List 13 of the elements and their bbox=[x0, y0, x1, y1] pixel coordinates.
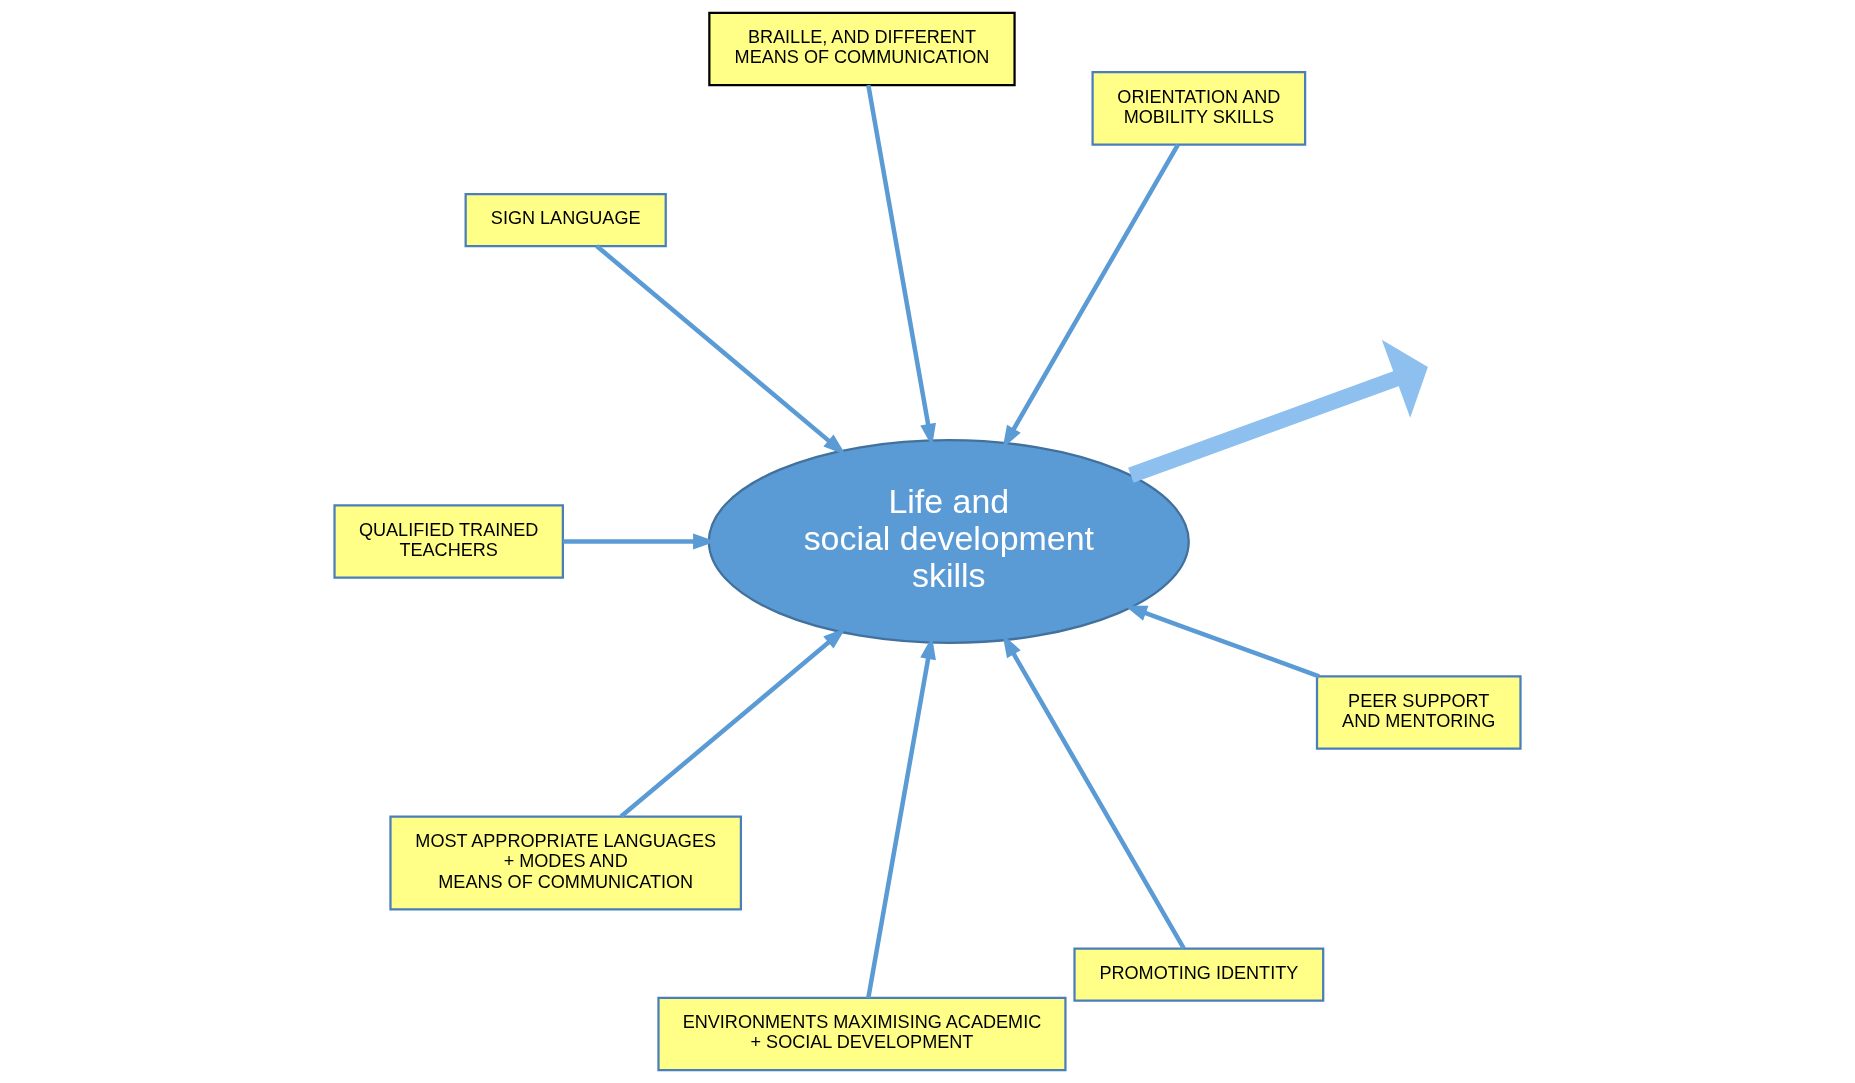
arrow bbox=[619, 627, 846, 819]
arrow bbox=[1124, 605, 1320, 679]
node-box: BRAILLE, AND DIFFERENT MEANS OF COMMUNICATION bbox=[708, 11, 1016, 87]
arrow bbox=[595, 244, 846, 456]
node-box: ORIENTATION AND MOBILITY SKILLS bbox=[1091, 71, 1307, 146]
arrow bbox=[1128, 339, 1428, 483]
node-box: PROMOTING IDENTITY bbox=[1073, 947, 1325, 1002]
node-ellipse: Life and social development skills bbox=[707, 439, 1190, 644]
node-box: QUALIFIED TRAINED TEACHERS bbox=[333, 504, 564, 579]
node-box: ENVIRONMENTS MAXIMISING ACADEMIC + SOCIAL DEVELOPMENT bbox=[657, 996, 1067, 1072]
node-box: MOST APPROPRIATE LANGUAGES + MODES AND MEANS OF COMMUNICATION bbox=[389, 815, 743, 911]
node-box: PEER SUPPORT AND MENTORING bbox=[1315, 675, 1522, 750]
node-box: SIGN LANGUAGE bbox=[464, 192, 667, 248]
